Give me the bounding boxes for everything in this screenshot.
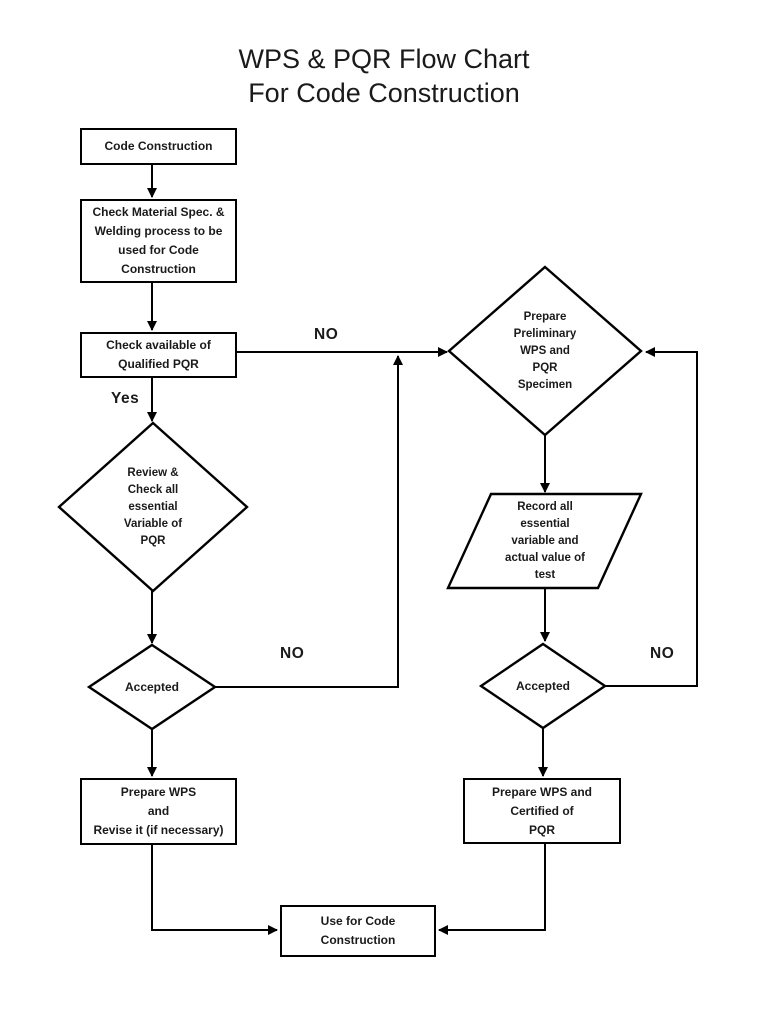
node-record-test-label: Record all essential variable and actual… <box>505 500 585 581</box>
chart-title: WPS & PQR Flow Chart For Code Constructi… <box>0 42 768 110</box>
edge-label-no-right: NO <box>650 645 675 662</box>
node-accepted-left-label: Accepted <box>124 679 180 694</box>
node-accepted-right-label: Accepted <box>515 678 571 693</box>
node-code-construction: Code Construction <box>80 128 237 165</box>
node-prepare-wps-revise-label: Prepare WPS and Revise it (if necessary) <box>93 785 224 837</box>
parallelogram-record-test <box>446 492 643 590</box>
node-check-available-label: Check available of Qualified PQR <box>106 338 211 371</box>
diamond-accepted-right <box>478 642 608 730</box>
node-use-for-code: Use for Code Construction <box>280 905 436 957</box>
node-prepare-wps-certified: Prepare WPS and Certified of PQR <box>463 778 621 844</box>
diamond-accepted-left <box>86 643 218 731</box>
edge-prepare-to-use <box>151 845 278 935</box>
edge-label-yes: Yes <box>111 390 140 407</box>
node-use-for-code-label: Use for Code Construction <box>320 914 396 947</box>
node-review-pqr-label: Review & Check all essential Variable of… <box>123 466 183 547</box>
node-check-material-label: Check Material Spec. & Welding process t… <box>92 205 225 276</box>
diamond-review-pqr <box>57 421 249 593</box>
edge-label-no-left: NO <box>280 645 305 662</box>
node-prepare-wps-certified-label: Prepare WPS and Certified of PQR <box>491 784 593 837</box>
edge-accepted-left-no-loop <box>215 355 403 688</box>
node-check-available: Check available of Qualified PQR <box>80 332 237 378</box>
edge-label-no-top: NO <box>314 326 339 343</box>
diamond-prepare-preliminary <box>447 265 643 437</box>
node-code-construction-label: Code Construction <box>104 139 213 153</box>
edge-certified-to-use <box>438 844 546 935</box>
node-prepare-preliminary-label: Prepare Preliminary WPS and PQR Specimen <box>513 310 577 391</box>
chart-title-line2: For Code Construction <box>248 78 520 108</box>
node-check-material: Check Material Spec. & Welding process t… <box>80 199 237 283</box>
chart-title-line1: WPS & PQR Flow Chart <box>238 44 530 74</box>
edge-accepted-right-no-loop <box>605 347 698 687</box>
node-prepare-wps-revise: Prepare WPS and Revise it (if necessary) <box>80 778 237 845</box>
